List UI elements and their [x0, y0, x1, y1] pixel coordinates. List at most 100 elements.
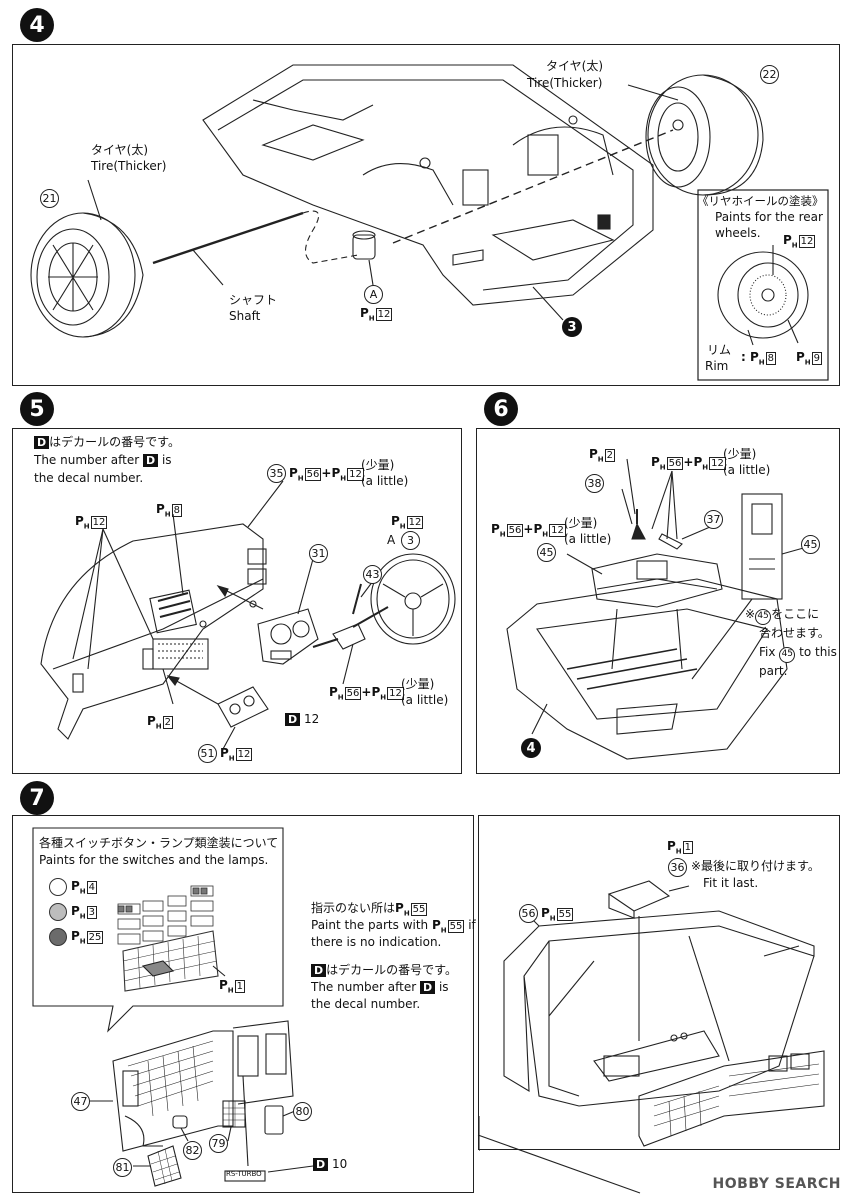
part-37-callout: 37 — [704, 510, 723, 529]
shaft-label-en: Shaft — [229, 309, 261, 323]
step-7-number: 7 — [20, 781, 54, 815]
handbrake-little-en: (a little) — [723, 463, 771, 477]
fit-last-en: Fit it last. — [703, 876, 759, 890]
part-38-callout: 38 — [585, 474, 604, 493]
steering-wheel-a-label: A — [387, 533, 396, 547]
decal-12-label: D 12 — [285, 712, 319, 727]
step-7-decal-note-en-1: The number after D is — [311, 980, 449, 994]
step-7-left-drawing — [32, 827, 314, 1187]
fix-note-en-2: part. — [759, 664, 788, 678]
part-80-callout: 80 — [293, 1102, 312, 1121]
rear-wheel-title-en-2: wheels. — [715, 226, 761, 240]
step-4-panel: タイヤ(太) Tire(Thicker) 22 タイヤ(太) Tire(Thic… — [12, 44, 840, 386]
fix-note-en-1: Fix 45 to this — [759, 645, 837, 663]
rim-label-jp: リム — [707, 343, 732, 357]
step-4-number: 4 — [20, 8, 54, 42]
step-7-decal-note-en-2: the decal number. — [311, 997, 421, 1011]
column-little-jp: (少量) — [401, 677, 435, 691]
rim-label-en: Rim — [705, 359, 729, 373]
tire-right-label-jp: タイヤ(太) — [546, 59, 604, 73]
switch-paint-title-jp: 各種スイッチボタン・ランプ類塗装について — [39, 836, 279, 850]
part-79-callout: 79 — [209, 1134, 228, 1153]
step-6-console-drawing — [506, 458, 808, 760]
tire-left-label-en: Tire(Thicker) — [91, 159, 167, 173]
switch-paint-title-en: Paints for the switches and the lamps. — [39, 853, 269, 867]
point-a-callout: A — [364, 285, 383, 304]
hobby-search-watermark: HOBBY SEARCH — [712, 1176, 841, 1192]
part-31-callout: 31 — [309, 544, 328, 563]
part-47-callout: 47 — [71, 1092, 90, 1111]
part-43-callout: 43 — [363, 565, 382, 584]
shaft-label-jp: シャフト — [229, 293, 278, 307]
step-4-chassis-drawing — [30, 64, 829, 381]
part-21-callout: 21 — [40, 189, 59, 208]
decal-10-label: D 10 — [313, 1157, 347, 1172]
step-7-left-panel: 各種スイッチボタン・ランプ類塗装について Paints for the swit… — [12, 815, 476, 1193]
step-6-number: 6 — [484, 392, 518, 426]
part-35-little-en: (a little) — [361, 474, 409, 488]
part-22-callout: 22 — [760, 65, 779, 84]
console-little-jp: (少量) — [564, 516, 598, 530]
part-45-right-callout: 45 — [801, 535, 820, 554]
steering-wheel-part-3-callout: 3 — [401, 531, 420, 550]
fix-note-jp-2: 合わせます。 — [759, 626, 830, 640]
handbrake-little-jp: (少量) — [723, 447, 757, 461]
part-82-callout: 82 — [183, 1141, 202, 1160]
tire-left-label-jp: タイヤ(太) — [91, 143, 149, 157]
dark-swatch — [49, 928, 67, 946]
chassis-part-3-callout: 3 — [562, 317, 582, 337]
grey-swatch — [49, 903, 67, 921]
part-36-callout: 36 — [668, 858, 687, 877]
rear-wheel-title-en-1: Paints for the rear — [715, 210, 823, 224]
no-indication-en-2: there is no indication. — [311, 935, 442, 949]
part-35-callout: 35 — [267, 464, 286, 483]
part-56-callout: 56 — [519, 904, 538, 923]
step-5-decal-note-line-2: The number after D is — [34, 453, 172, 467]
part-35-little-jp: (少量) — [361, 458, 395, 472]
floor-part-4-callout: 4 — [521, 738, 541, 758]
decal-d-badge: D — [34, 436, 50, 449]
step-5-dashboard-drawing — [40, 480, 456, 750]
rs-turbo-decal-label: RS-TURBO — [226, 1170, 262, 1178]
step-7-right-drawing — [479, 880, 825, 1151]
white-swatch — [49, 878, 67, 896]
rear-wheel-title-jp: 《リヤホイールの塗装》 — [697, 194, 824, 208]
step-5-decal-note-line-3: the decal number. — [34, 471, 144, 485]
console-little-en: (a little) — [564, 532, 612, 546]
part-45-callout: 45 — [537, 543, 556, 562]
step-5-number: 5 — [20, 392, 54, 426]
part-51-callout: 51 — [198, 744, 217, 763]
column-little-en: (a little) — [401, 693, 449, 707]
tire-right-label-en: Tire(Thicker) — [527, 76, 603, 90]
part-81-callout: 81 — [113, 1158, 132, 1177]
fit-last-jp: ※最後に取り付けます。 — [691, 859, 820, 873]
